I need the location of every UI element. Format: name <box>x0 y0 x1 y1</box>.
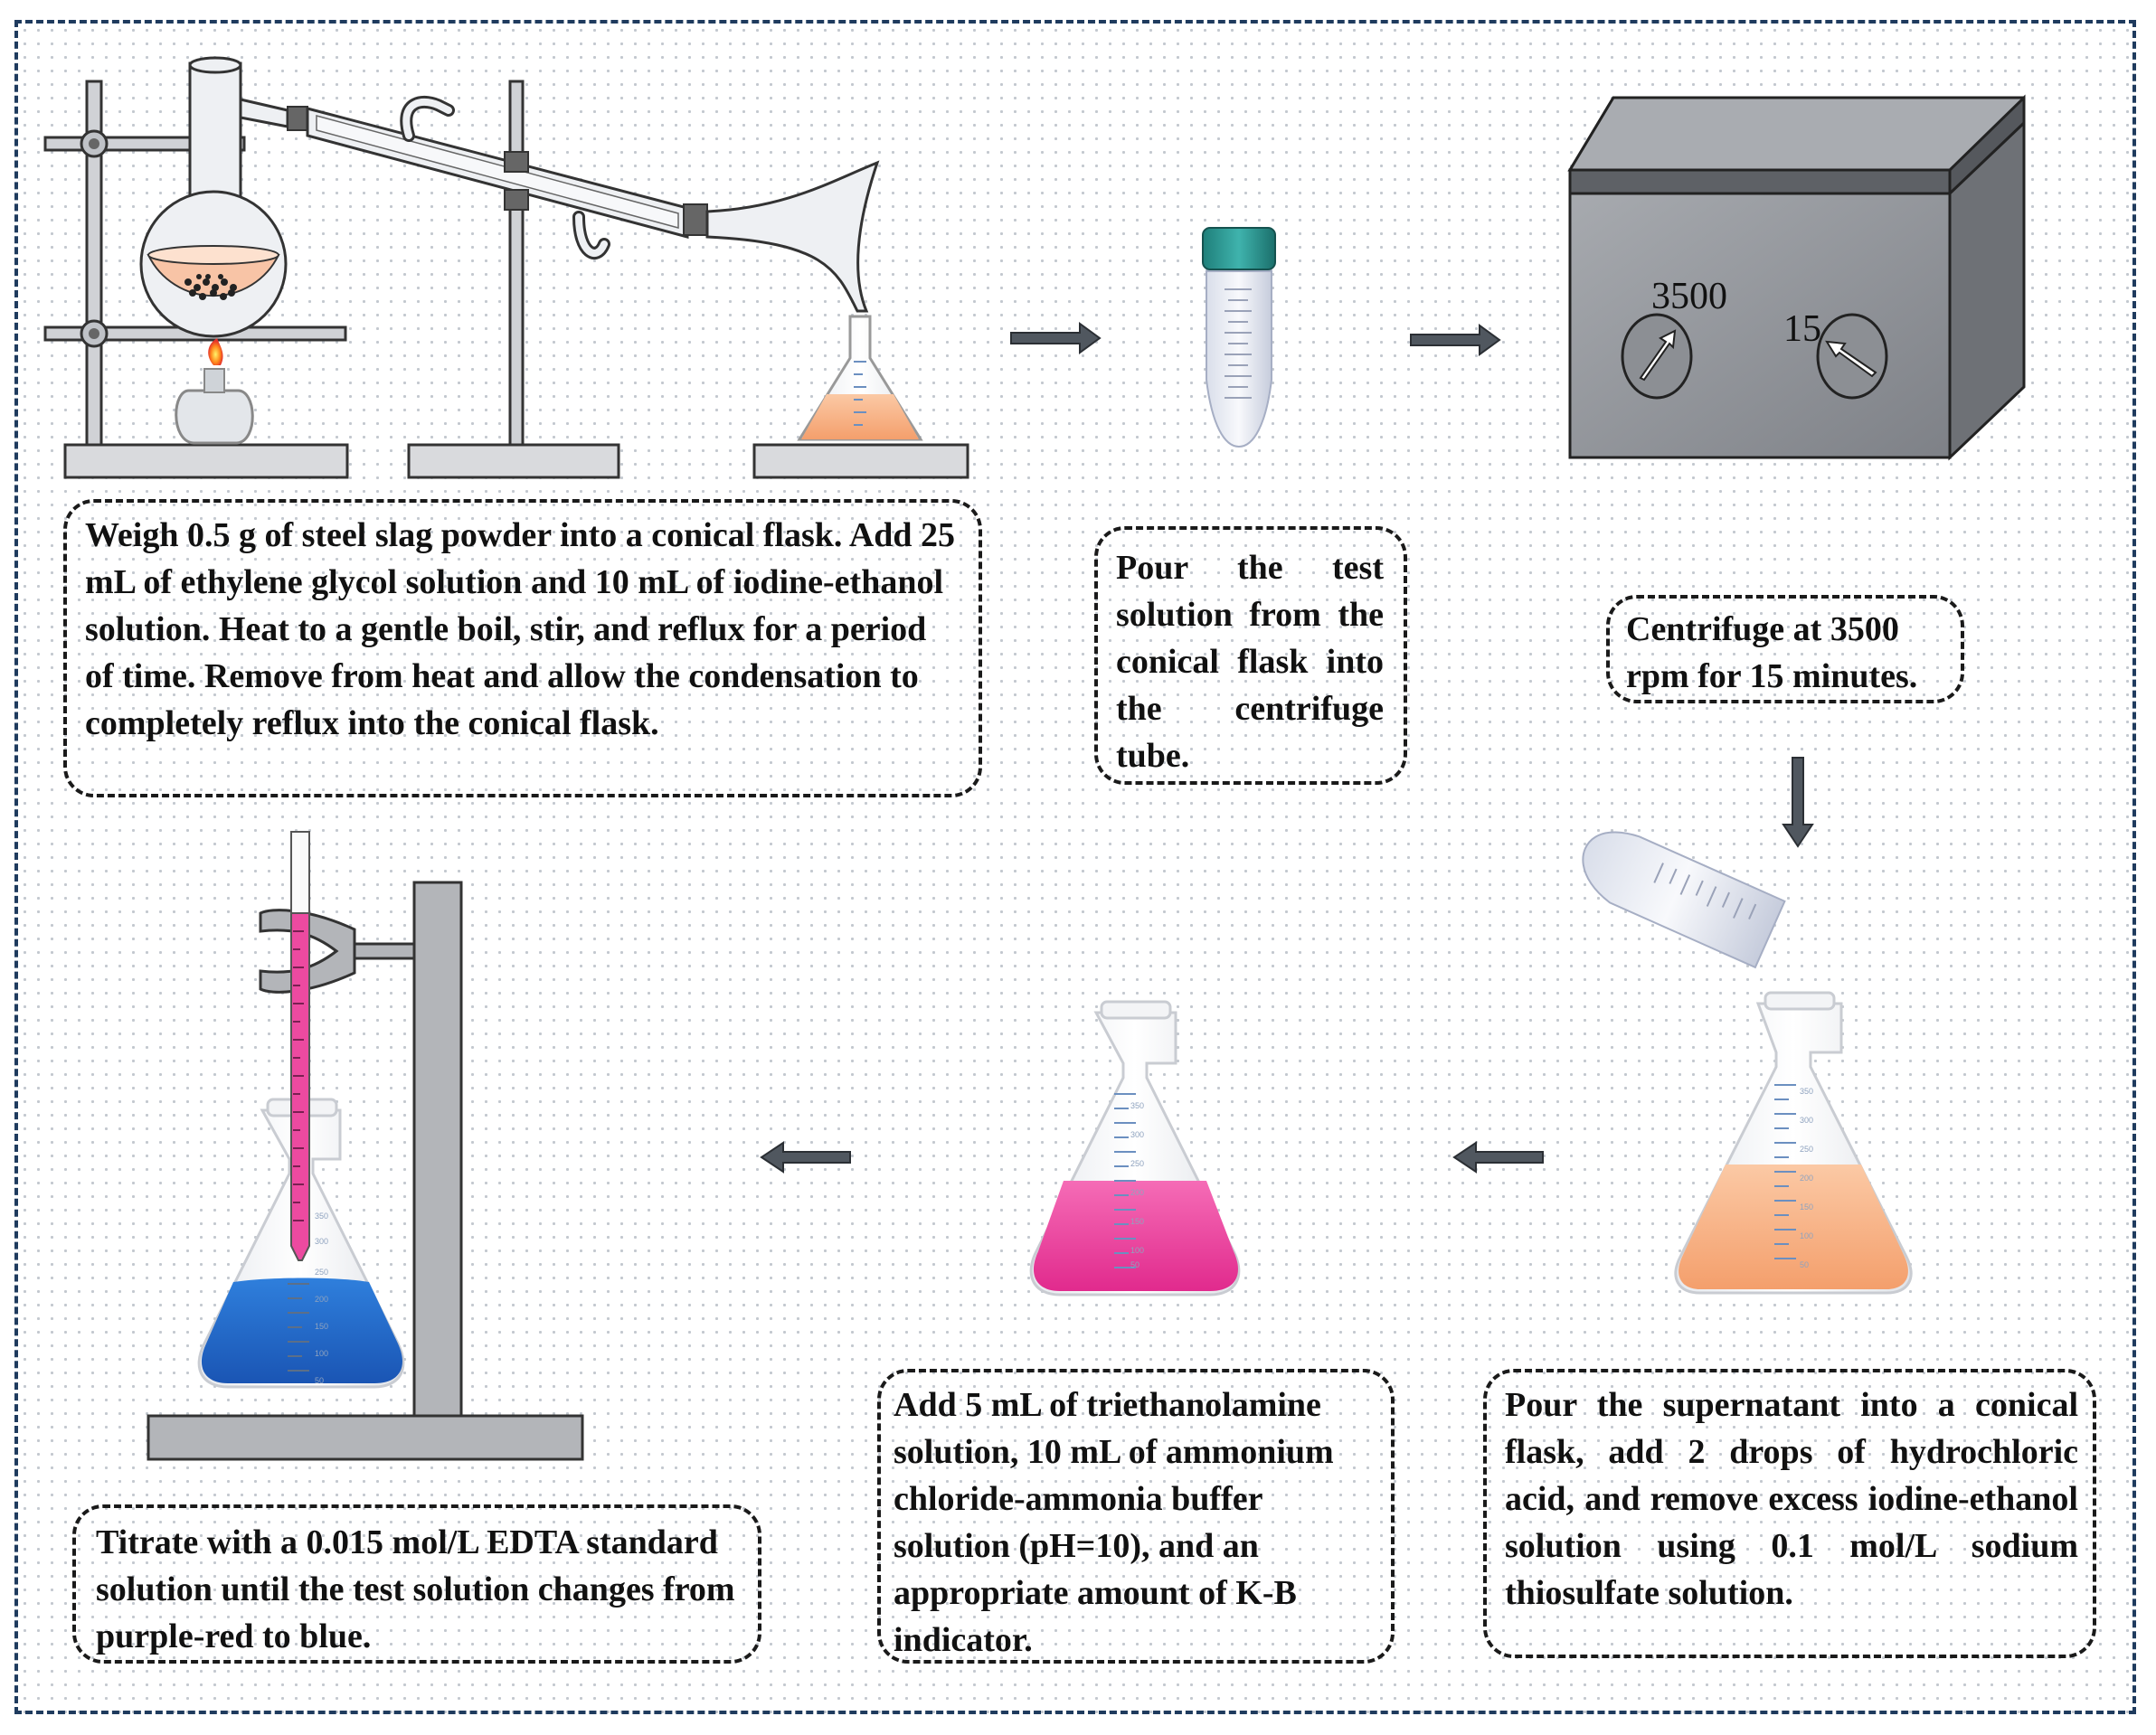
time-dial-label: 15 <box>1783 308 1821 350</box>
centrifuge-body <box>1568 192 1952 459</box>
flask-liquid <box>147 254 280 297</box>
step-centrifuge: Centrifuge at 3500 rpm for 15 minutes. <box>1606 595 1964 703</box>
pink-liquid <box>1033 1181 1238 1291</box>
step-reflux: Weigh 0.5 g of steel slag powder into a … <box>63 499 982 797</box>
stand-base-2 <box>407 443 620 479</box>
scale-label: 50 <box>315 1376 324 1385</box>
step-centrifuge-text: Centrifuge at 3500 rpm for 15 minutes. <box>1626 610 1918 695</box>
step-buffer: Add 5 mL of triethanolamine solution, 10… <box>877 1369 1395 1664</box>
scale-label: 150 <box>1130 1217 1144 1226</box>
stand-rod-1 <box>85 80 103 447</box>
flask-scale-labels: 350 300 250 200 150 100 50 350 300 250 2… <box>315 1087 1813 1385</box>
centrifuge <box>1567 94 2026 461</box>
scale-label: 300 <box>1130 1130 1144 1139</box>
scale-label: 200 <box>1130 1188 1144 1197</box>
orange-liquid <box>1678 1165 1908 1289</box>
speed-dial-label: 3500 <box>1651 276 1727 317</box>
blue-liquid <box>201 1278 402 1383</box>
alcohol-burner <box>175 389 254 445</box>
scale-label: 50 <box>1800 1260 1809 1269</box>
arrow-right-2 <box>1410 324 1501 356</box>
step-supernatant-text: Pour the supernatant into a conical flas… <box>1505 1386 2078 1612</box>
scale-label: 100 <box>315 1349 328 1358</box>
scale-label: 250 <box>1130 1159 1144 1168</box>
scale-label: 300 <box>1800 1116 1813 1125</box>
scale-label: 100 <box>1800 1231 1813 1240</box>
scale-label: 100 <box>1130 1246 1144 1255</box>
stand-rod-2 <box>508 80 525 447</box>
scale-label: 300 <box>315 1237 328 1246</box>
pouring-tube <box>1582 831 1786 969</box>
scale-label: 250 <box>315 1268 328 1277</box>
titration-stand-rod <box>412 881 463 1418</box>
scale-label: 150 <box>315 1322 328 1331</box>
arrow-left-2 <box>760 1141 851 1174</box>
scale-label: 350 <box>315 1212 328 1221</box>
step-titrate-text: Titrate with a 0.015 mol/L EDTA standard… <box>96 1523 735 1655</box>
reflux-apparatus <box>43 56 969 479</box>
supernatant-flask <box>1674 991 1913 1295</box>
scale-label: 200 <box>1800 1174 1813 1183</box>
stand-base-3 <box>752 443 969 479</box>
stand-base-1 <box>63 443 349 479</box>
step-pour-tube-text: Pour the test solution from the conical … <box>1116 549 1384 775</box>
scale-label: 200 <box>315 1295 328 1304</box>
burette-clamp <box>259 909 356 994</box>
flame <box>208 338 223 365</box>
step-reflux-text: Weigh 0.5 g of steel slag powder into a … <box>85 516 956 742</box>
arrow-left-1 <box>1452 1141 1544 1174</box>
tube-cap <box>1202 227 1276 270</box>
indicator-flask <box>1029 1000 1241 1297</box>
arrow-right-1 <box>1010 322 1102 354</box>
scale-label: 150 <box>1800 1202 1813 1212</box>
receiving-adapter <box>705 160 880 313</box>
burette <box>290 831 310 914</box>
step-titrate: Titrate with a 0.015 mol/L EDTA standard… <box>72 1504 761 1664</box>
scale-label: 50 <box>1130 1260 1139 1269</box>
steel-slag-powder <box>184 274 237 300</box>
step-supernatant: Pour the supernatant into a conical flas… <box>1483 1369 2096 1658</box>
scale-label: 350 <box>1130 1101 1144 1110</box>
burette-liquid <box>290 912 310 1261</box>
step-pour-tube: Pour the test solution from the conical … <box>1094 526 1407 785</box>
titration-stand-base <box>147 1414 584 1461</box>
centrifuge-lid <box>1568 168 1952 195</box>
scale-label: 250 <box>1800 1145 1813 1154</box>
centrifuge-tube <box>1202 227 1276 448</box>
titration-setup <box>147 831 584 1461</box>
flow-arrows <box>760 322 1814 1174</box>
step-buffer-text: Add 5 mL of triethanolamine solution, 10… <box>894 1386 1334 1659</box>
arrow-down <box>1782 757 1814 848</box>
scale-label: 350 <box>1800 1087 1813 1096</box>
